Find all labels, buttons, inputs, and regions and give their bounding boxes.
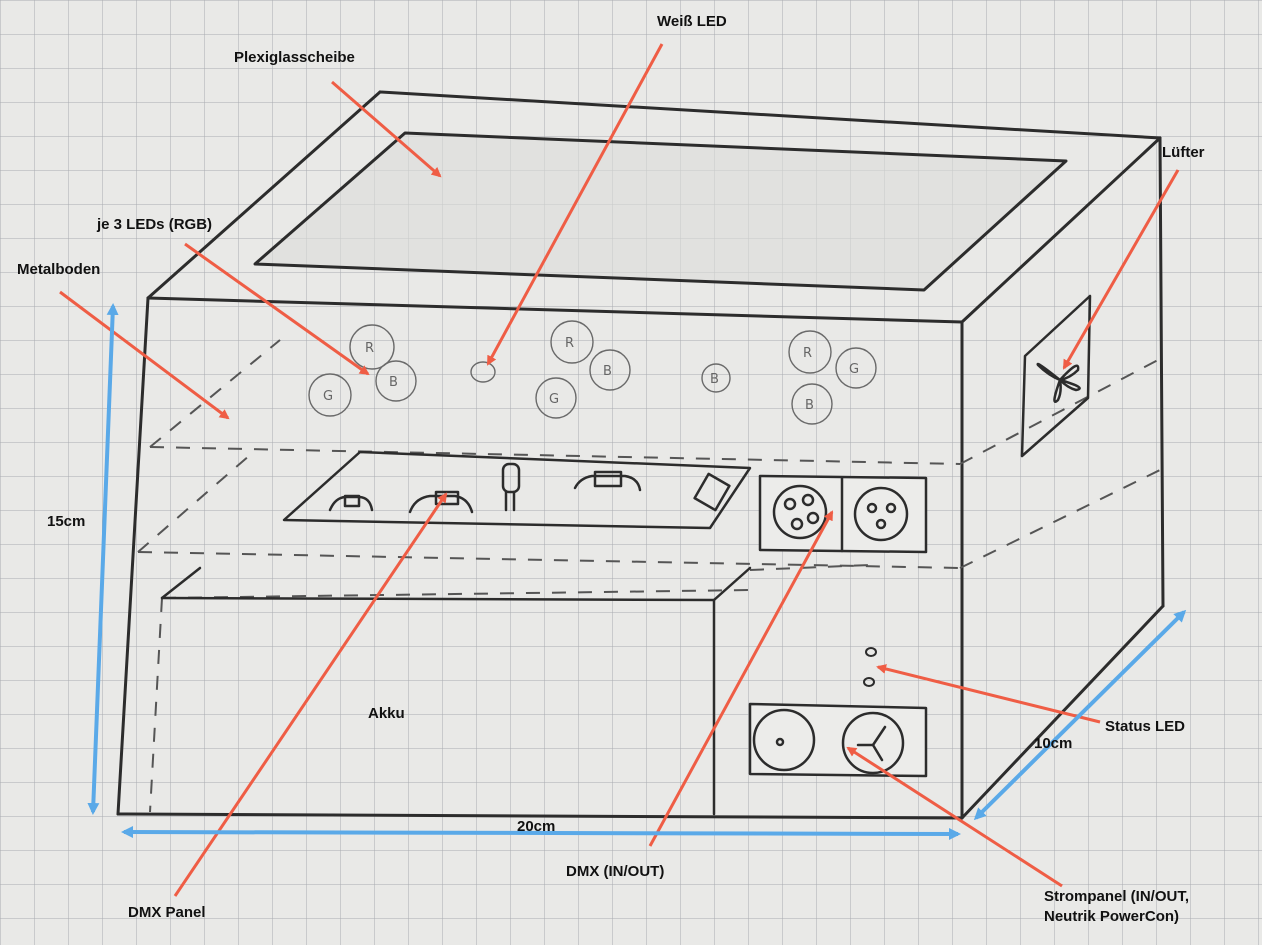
led-cluster-1: R G B — [308, 324, 417, 417]
led-letter: B — [710, 372, 719, 387]
label-dmx-panel: DMX Panel — [128, 904, 206, 921]
led-letter: B — [603, 364, 612, 379]
label-metalboden: Metalboden — [17, 261, 101, 278]
led-letter: G — [323, 389, 333, 404]
label-strompanel: Strompanel (IN/OUT, Neutrik PowerCon) — [1044, 888, 1190, 925]
power-connectors — [748, 702, 928, 778]
label-akku: Akku — [368, 705, 405, 722]
led-cluster-2: R B G — [535, 320, 631, 419]
label-status-led: Status LED — [1105, 718, 1186, 735]
dim-height — [87, 303, 119, 815]
battery-compartment — [160, 566, 752, 816]
arrow-plexiglas — [331, 80, 442, 178]
led-letter: R — [803, 346, 812, 361]
led-cluster-3: B — [701, 363, 731, 393]
label-dmx-io: DMX (IN/OUT) — [566, 863, 665, 880]
white-led — [470, 361, 496, 383]
arrow-rgb-leds — [184, 242, 370, 376]
label-rgb-leds: je 3 LEDs (RGB) — [97, 216, 213, 233]
label-width: 20cm — [517, 818, 556, 835]
dim-width — [121, 826, 961, 840]
led-letter: G — [849, 362, 859, 377]
led-letter: G — [549, 392, 559, 407]
arrow-strompanel — [846, 746, 1063, 888]
arrow-dmx-io — [648, 510, 834, 847]
dmx-connectors — [758, 474, 928, 554]
inner-dashed-lines — [137, 339, 1161, 813]
dmx-panel-board — [282, 450, 752, 530]
arrow-luefter — [1062, 169, 1180, 370]
plexiglass-panel — [253, 131, 1068, 292]
led-letter: R — [565, 336, 574, 351]
led-letter: B — [389, 375, 398, 390]
led-cluster-4: R G B — [788, 330, 877, 425]
label-height: 15cm — [47, 513, 86, 530]
arrow-weiss-led — [486, 43, 664, 366]
label-luefter: Lüfter — [1162, 144, 1205, 161]
label-plexiglas: Plexiglasscheibe — [234, 49, 355, 66]
label-depth: 10cm — [1034, 735, 1073, 752]
dimension-arrows — [87, 303, 1187, 840]
led-letter: B — [805, 398, 814, 413]
led-letter: R — [365, 341, 374, 356]
label-weiss-led: Weiß LED — [657, 13, 727, 30]
fan — [1020, 294, 1092, 458]
status-leds — [863, 647, 877, 687]
dim-depth — [973, 609, 1187, 821]
